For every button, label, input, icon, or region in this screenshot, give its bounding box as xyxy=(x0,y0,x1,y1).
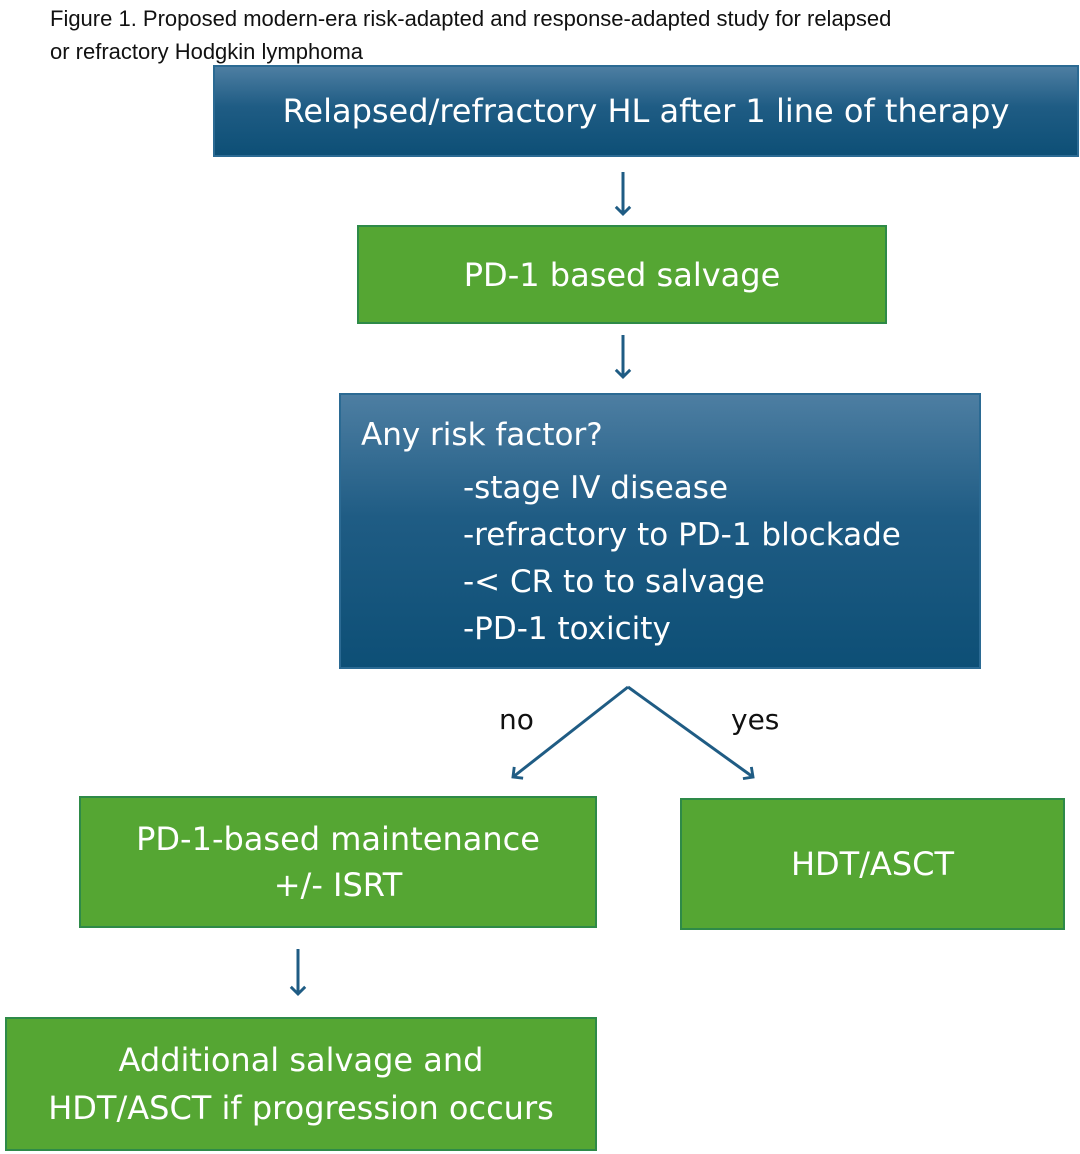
caption-line-2: or refractory Hodgkin lymphoma xyxy=(50,39,364,64)
node-hdt-asct: HDT/ASCT xyxy=(680,798,1065,930)
caption-line-1: Figure 1. Proposed modern-era risk-adapt… xyxy=(50,6,892,31)
figure-caption: Figure 1. Proposed modern-era risk-adapt… xyxy=(50,2,1060,68)
node-additional-salvage-line-2: HDT/ASCT if progression occurs xyxy=(48,1089,554,1127)
edge-label-yes: yes xyxy=(731,703,780,736)
risk-question: Any risk factor? xyxy=(361,417,603,453)
node-pd1-maintenance: PD-1-based maintenance +/- ISRT xyxy=(79,796,597,928)
risk-factor-item: -PD-1 toxicity xyxy=(463,611,671,647)
risk-factor-item: -< CR to to salvage xyxy=(463,564,765,600)
arrow-risk-to-maintenance xyxy=(511,685,629,780)
arrow-risk-to-hdt xyxy=(627,685,755,781)
node-pd1-salvage-label: PD-1 based salvage xyxy=(463,255,781,294)
risk-factor-list: -stage IV disease -refractory to PD-1 bl… xyxy=(463,465,901,653)
node-pd1-salvage: PD-1 based salvage xyxy=(357,225,887,324)
risk-factor-item: -refractory to PD-1 blockade xyxy=(463,517,901,553)
node-additional-salvage-line-1: Additional salvage and xyxy=(118,1041,484,1079)
node-pd1-maintenance-line-1: PD-1-based maintenance xyxy=(136,820,540,858)
node-additional-salvage: Additional salvage and HDT/ASCT if progr… xyxy=(5,1017,597,1151)
node-risk-factor-decision: Any risk factor? -stage IV disease -refr… xyxy=(339,393,981,669)
risk-factor-item: -stage IV disease xyxy=(463,470,729,506)
node-relapsed-refractory: Relapsed/refractory HL after 1 line of t… xyxy=(213,65,1079,157)
edge-label-no: no xyxy=(499,703,534,736)
node-relapsed-refractory-label: Relapsed/refractory HL after 1 line of t… xyxy=(282,92,1010,130)
node-hdt-asct-label: HDT/ASCT xyxy=(790,845,955,883)
node-pd1-maintenance-line-2: +/- ISRT xyxy=(273,866,403,904)
